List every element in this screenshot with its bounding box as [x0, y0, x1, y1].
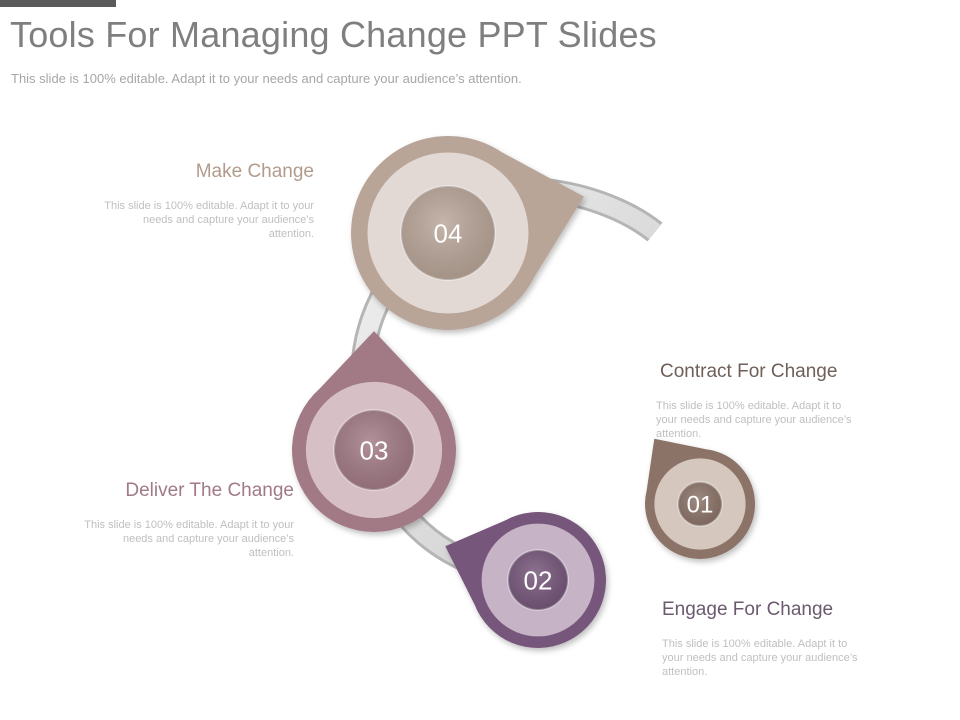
step-description: This slide is 100% editable. Adapt it to… — [104, 200, 314, 240]
top-accent-bar — [0, 0, 116, 7]
step-description: This slide is 100% editable. Adapt it to… — [84, 519, 294, 559]
step-heading: Contract For Change — [660, 361, 838, 382]
step-heading: Engage For Change — [662, 599, 834, 620]
marker-core-shade — [401, 186, 495, 280]
step-marker-03: 03 — [292, 331, 456, 533]
step-label-01: Contract For Change This slide is 100% e… — [656, 361, 880, 442]
step-description: This slide is 100% editable. Adapt it to… — [656, 400, 852, 440]
step-label-04: Make Change This slide is 100% editable.… — [94, 161, 314, 242]
step-marker-02: 02 — [445, 512, 607, 649]
step-number: 02 — [524, 565, 553, 595]
step-description: This slide is 100% editable. Adapt it to… — [662, 638, 858, 678]
marker-core-shade — [678, 482, 722, 526]
marker-core-shade — [334, 410, 414, 490]
marker-core-shade — [508, 550, 568, 610]
slide-subtitle: This slide is 100% editable. Adapt it to… — [11, 71, 522, 86]
step-number: 04 — [434, 218, 463, 248]
step-marker-01: 01 — [645, 438, 756, 559]
step-number: 03 — [360, 435, 389, 465]
step-heading: Make Change — [195, 161, 314, 182]
step-label-02: Engage For Change This slide is 100% edi… — [662, 599, 882, 680]
step-marker-04: 04 — [351, 135, 584, 330]
slide-title: Tools For Managing Change PPT Slides — [10, 14, 657, 55]
step-label-03: Deliver The Change This slide is 100% ed… — [74, 480, 294, 561]
step-number: 01 — [687, 492, 714, 519]
step-markers: 01 02 03 04 — [292, 135, 756, 649]
step-heading: Deliver The Change — [125, 480, 294, 501]
